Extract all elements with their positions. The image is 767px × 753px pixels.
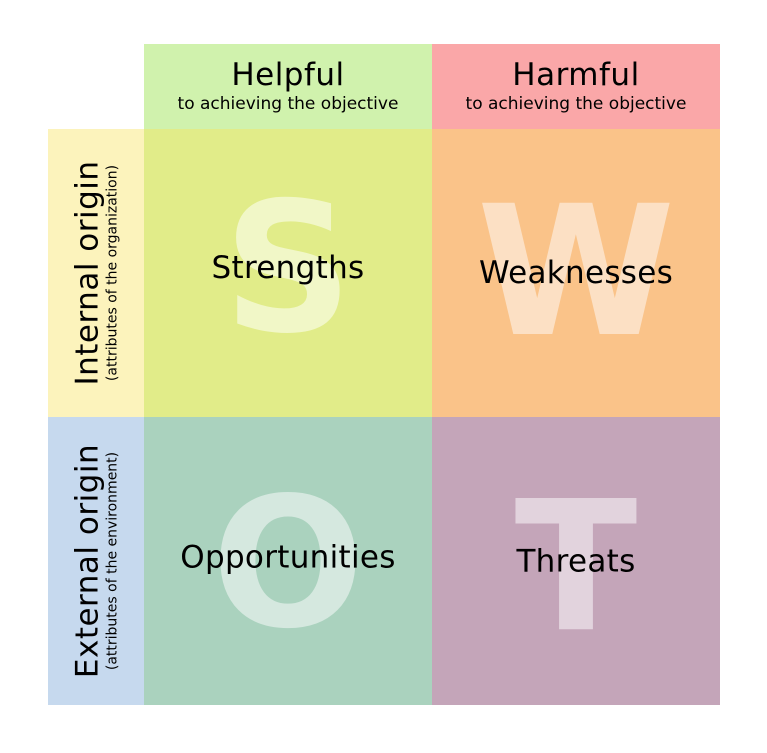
row-header-external: External origin (attributes of the envir… xyxy=(48,417,144,705)
column-subtitle-helpful: to achieving the objective xyxy=(177,94,399,114)
column-header-helpful: Helpful to achieving the objective xyxy=(144,44,432,129)
row-subtitle-external: (attributes of the environment) xyxy=(104,451,121,671)
quadrant-opportunities: O Opportunities xyxy=(144,417,432,705)
quadrant-label-threats: Threats xyxy=(516,543,636,580)
column-title-harmful: Harmful xyxy=(512,57,640,93)
quadrant-weaknesses: W Weaknesses xyxy=(432,129,720,417)
quadrant-label-weaknesses: Weaknesses xyxy=(478,255,674,291)
quadrant-strengths: S Strengths xyxy=(144,129,432,417)
row-header-internal: Internal origin (attributes of the organ… xyxy=(48,129,144,417)
row-header-external-text: External origin (attributes of the envir… xyxy=(69,443,122,679)
column-header-harmful: Harmful to achieving the objective xyxy=(432,44,720,129)
row-title-external: External origin xyxy=(69,443,106,679)
quadrant-label-opportunities: Opportunities xyxy=(180,539,396,576)
row-header-internal-text: Internal origin (attributes of the organ… xyxy=(69,160,122,386)
row-subtitle-internal: (attributes of the organization) xyxy=(104,164,121,382)
row-title-internal: Internal origin xyxy=(69,160,106,386)
column-title-helpful: Helpful xyxy=(231,57,345,93)
quadrant-threats: T Threats xyxy=(432,417,720,705)
column-subtitle-harmful: to achieving the objective xyxy=(465,94,687,114)
quadrant-label-strengths: Strengths xyxy=(211,249,365,286)
